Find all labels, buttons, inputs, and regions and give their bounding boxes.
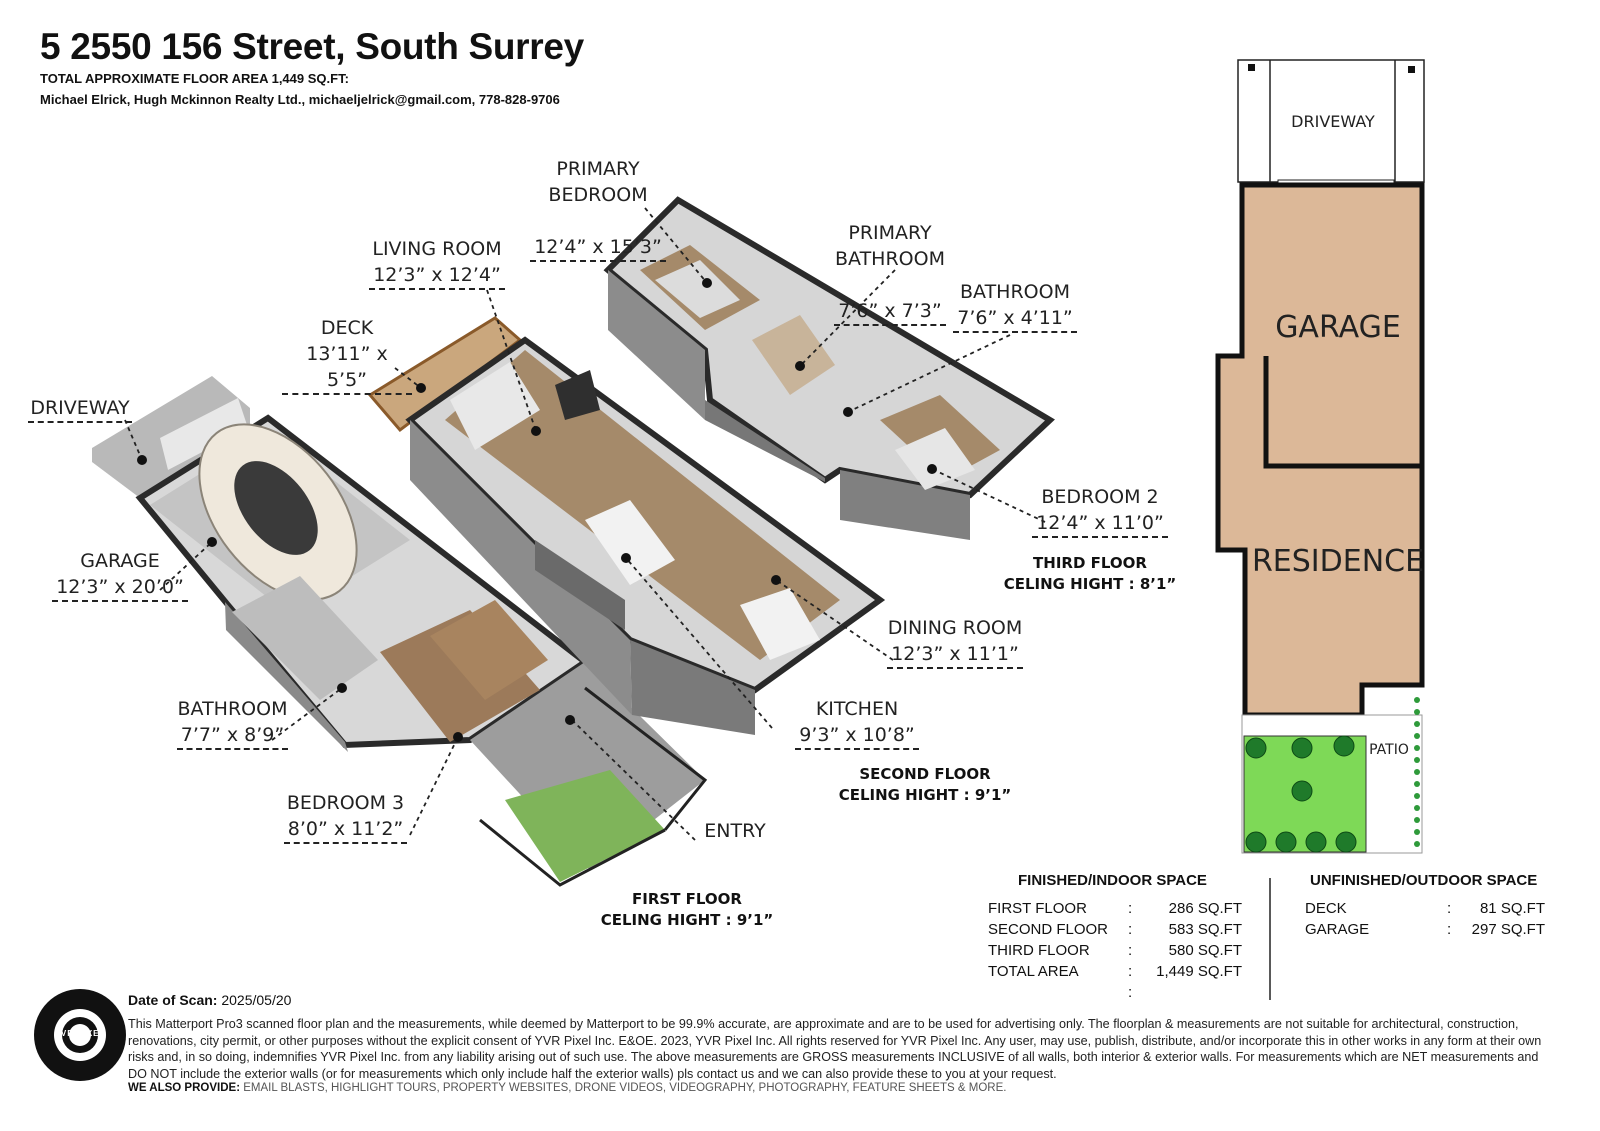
logo-text: YVR PIXEL (54, 1029, 106, 1038)
room-label-primary-bedroom: PRIMARY BEDROOM 12’4” x 15’3” (528, 130, 668, 262)
leader-lines (124, 207, 1046, 841)
room-label-bedroom3: BEDROOM 3 8’0” x 11’2” (278, 790, 413, 844)
tv-image (555, 370, 600, 420)
site-label-garage: GARAGE (1275, 310, 1401, 345)
room-label-deck: DECK 13’11” x 5’5” (282, 315, 412, 395)
room-label-bedroom2: BEDROOM 2 12’4” x 11’0” (1030, 484, 1170, 538)
primary-bath-floor (752, 315, 835, 395)
site-label-driveway: DRIVEWAY (1291, 112, 1375, 131)
second-floor-wood (445, 350, 840, 660)
room-label-primary-bathroom: PRIMARY BATHROOM 7’6” x 7’3” (820, 194, 960, 326)
first-floor-model (92, 376, 708, 887)
room-label-bathroom1: BATHROOM 7’7” x 8’9” (165, 696, 300, 750)
third-floor-model (603, 196, 1055, 540)
bedroom3-floor (380, 610, 540, 742)
bedroom2-bed (895, 428, 975, 490)
also-provide: WE ALSO PROVIDE: EMAIL BLASTS, HIGHLIGHT… (128, 1082, 1007, 1094)
site-label-patio: PATIO (1369, 742, 1409, 758)
finished-row-first: FIRST FLOOR:286 SQ.FT (988, 900, 1242, 917)
site-building (1215, 182, 1425, 718)
room-label-dining: DINING ROOM 12’3” x 11’1” (880, 615, 1030, 669)
room-markers (137, 278, 937, 742)
finished-trailing-sep: : (1128, 984, 1133, 1001)
total-area-caption: TOTAL APPROXIMATE FLOOR AREA 1,449 SQ.FT… (40, 71, 349, 86)
yvr-pixel-logo (34, 989, 126, 1081)
scan-date: Date of Scan: 2025/05/20 (128, 992, 292, 1008)
unfinished-row-deck: DECK:81 SQ.FT (1305, 900, 1545, 917)
page-title: 5 2550 156 Street, South Surrey (40, 26, 584, 67)
unfinished-row-garage: GARAGE:297 SQ.FT (1305, 921, 1545, 938)
room-label-garage: GARAGE 12’3” x 20’0” (50, 548, 190, 602)
unfinished-heading: UNFINISHED/OUTDOOR SPACE (1310, 872, 1538, 889)
finished-row-third: THIRD FLOOR:580 SQ.FT (988, 942, 1242, 959)
site-label-residence: RESIDENCE (1251, 544, 1425, 579)
primary-bed (655, 260, 740, 318)
agent-contact: Michael Elrick, Hugh Mckinnon Realty Ltd… (40, 92, 560, 107)
disclaimer-text: This Matterport Pro3 scanned floor plan … (128, 1017, 1542, 1081)
room-label-kitchen: KITCHEN 9’3” x 10’8” (792, 696, 922, 750)
site-plan (1215, 59, 1425, 854)
dining-table (740, 588, 820, 660)
finished-row-second: SECOND FLOOR:583 SQ.FT (988, 921, 1242, 938)
room-label-driveway: DRIVEWAY (20, 395, 140, 423)
kitchen-island (585, 500, 675, 585)
room-label-bathroom2: BATHROOM 7’6” x 4’11” (945, 279, 1085, 333)
room-label-living: LIVING ROOM 12’3” x 12’4” (362, 236, 512, 290)
finished-heading: FINISHED/INDOOR SPACE (1018, 872, 1207, 889)
finished-row-total: TOTAL AREA:1,449 SQ.FT (988, 963, 1242, 980)
living-sofa (450, 362, 540, 450)
room-label-entry: ENTRY (704, 820, 766, 842)
site-driveway (1237, 59, 1425, 183)
entry-lawn (505, 770, 665, 882)
second-floor-model (367, 316, 886, 735)
